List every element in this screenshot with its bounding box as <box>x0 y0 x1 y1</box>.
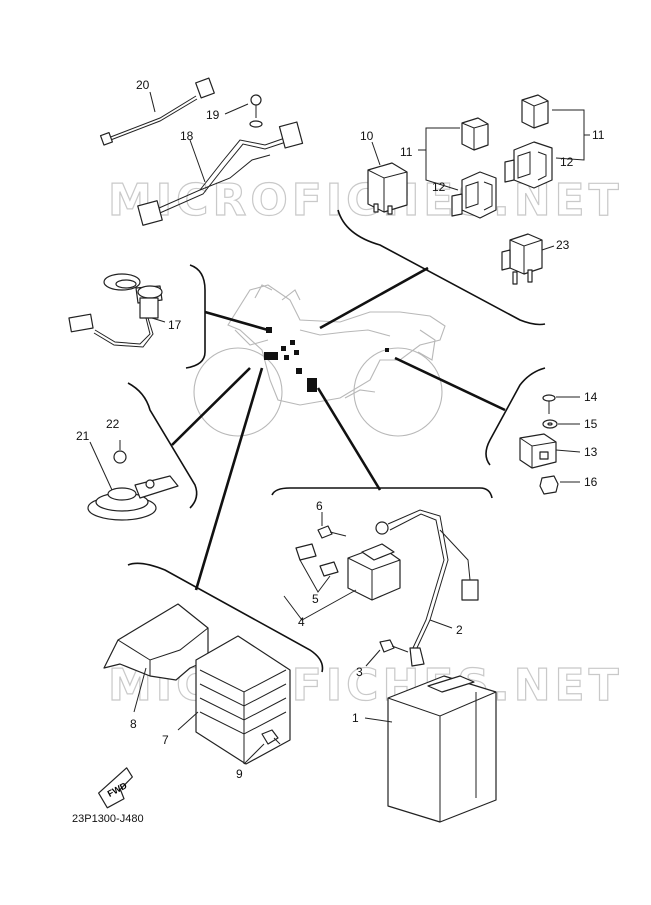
callout-13: 13 <box>584 445 598 459</box>
callout-8: 8 <box>130 717 137 731</box>
callout-19: 19 <box>206 108 220 122</box>
part-2-battery-lead <box>375 509 479 667</box>
callout-14: 14 <box>584 390 598 404</box>
part-13-coupler <box>519 433 581 469</box>
part-12-relay-socket-left <box>451 171 497 219</box>
forward-arrow-icon: FWD <box>98 767 133 809</box>
part-23-relay <box>501 233 555 285</box>
callout-16: 16 <box>584 475 598 489</box>
part-8-cover <box>103 603 209 713</box>
callout-11-left: 11 <box>400 145 413 159</box>
callout-12-right: 12 <box>560 155 574 169</box>
callout-20: 20 <box>136 78 150 92</box>
part-17-dc-socket <box>68 273 166 348</box>
callout-15: 15 <box>584 417 598 431</box>
callout-1: 1 <box>352 711 359 725</box>
callout-labels: 20 19 18 10 11 12 11 12 23 17 14 15 13 1… <box>76 78 605 781</box>
part-16-nut <box>539 475 580 495</box>
leader-lines <box>171 266 506 591</box>
part-9-bolt <box>243 729 281 765</box>
part-5-fuses <box>295 543 339 593</box>
part-14-screw <box>542 394 580 414</box>
part-1-battery <box>364 675 497 823</box>
part-10-flasher-relay <box>367 141 408 215</box>
callout-23: 23 <box>556 238 570 252</box>
part-19-screw <box>224 94 263 128</box>
part-12-relay-socket-right <box>504 141 553 189</box>
callout-9: 9 <box>236 767 243 781</box>
callout-22: 22 <box>106 417 120 431</box>
part-22-bolt <box>113 440 127 464</box>
callout-12-left: 12 <box>432 180 446 194</box>
part-18-sub-wire-harness <box>137 121 304 226</box>
part-4-starter-relay <box>283 543 401 621</box>
part-21-horn <box>87 441 179 521</box>
callout-6: 6 <box>316 499 323 513</box>
group-brackets <box>127 209 546 673</box>
part-6-bolt <box>317 512 347 539</box>
callout-10: 10 <box>360 129 374 143</box>
callout-4: 4 <box>298 615 305 629</box>
diagram-code: 23P1300-J480 <box>72 813 144 825</box>
motorcycle-outline <box>193 284 446 437</box>
part-20-lead-wire <box>99 77 215 146</box>
callout-11-right: 11 <box>592 128 605 142</box>
part-3-bolt <box>365 639 409 667</box>
watermark-bottom: MICROFICHES.NET <box>108 660 623 711</box>
part-15-washer <box>542 419 580 429</box>
part-11-relay-right <box>521 94 590 161</box>
part-11-relay-left <box>418 117 489 191</box>
callout-3: 3 <box>356 665 363 679</box>
callout-21: 21 <box>76 429 90 443</box>
callout-2: 2 <box>456 623 463 637</box>
callout-18: 18 <box>180 129 194 143</box>
callout-7: 7 <box>162 733 169 747</box>
callout-5: 5 <box>312 592 319 606</box>
callout-17: 17 <box>168 318 182 332</box>
